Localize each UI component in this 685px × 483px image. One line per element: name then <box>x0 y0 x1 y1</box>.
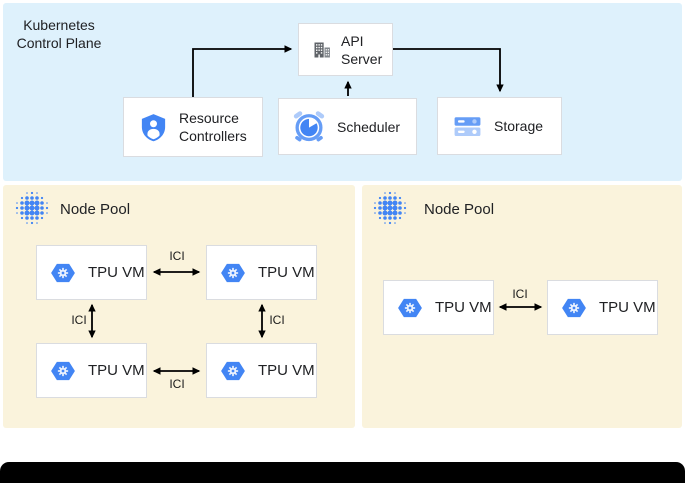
tpu-hexagon-icon <box>561 297 587 319</box>
footer-bar <box>0 462 685 483</box>
scheduler-box: Scheduler <box>278 98 417 155</box>
storage-box: Storage <box>437 97 562 155</box>
tpu-vm-label: TPU VM <box>258 361 315 379</box>
tpu-vm-label: TPU VM <box>599 298 656 316</box>
tpu-vm-box: TPU VM <box>36 245 147 300</box>
tpu-vm-label: TPU VM <box>435 298 492 316</box>
control-plane-title: Kubernetes Control Plane <box>16 17 102 51</box>
ici-link-label: ICI <box>71 313 87 327</box>
tpu-vm-box: TPU VM <box>383 280 494 335</box>
tpu-hexagon-icon <box>50 262 76 284</box>
tpu-vm-label: TPU VM <box>258 263 315 281</box>
ici-link-label: ICI <box>169 377 185 391</box>
tpu-vm-box: TPU VM <box>36 343 147 398</box>
node-pool-title-right: Node Pool <box>424 201 495 218</box>
storage-label: Storage <box>494 118 544 134</box>
api-server-box: API Server <box>298 23 393 76</box>
dot-grid-icon <box>14 190 50 226</box>
tpu-hexagon-icon <box>220 262 246 284</box>
tpu-hexagon-icon <box>50 360 76 382</box>
resource-controllers-box: Resource Controllers <box>123 97 263 157</box>
resource-controllers-label: Resource Controllers <box>179 110 247 144</box>
tpu-vm-label: TPU VM <box>88 361 145 379</box>
ici-link-label: ICI <box>269 313 285 327</box>
tpu-vm-box: TPU VM <box>206 245 317 300</box>
scheduler-label: Scheduler <box>337 118 401 135</box>
tpu-hexagon-icon <box>220 360 246 382</box>
ici-link-label: ICI <box>512 287 528 301</box>
ici-link-label: ICI <box>169 249 185 263</box>
api-server-label: API Server <box>341 32 383 67</box>
shield-user-icon <box>138 110 169 145</box>
building-icon <box>312 40 332 60</box>
node-pool-title-left: Node Pool <box>60 201 131 218</box>
tpu-vm-box: TPU VM <box>206 343 317 398</box>
tpu-vm-box: TPU VM <box>547 280 658 335</box>
alarm-clock-icon <box>291 109 327 145</box>
tpu-vm-label: TPU VM <box>88 263 145 281</box>
storage-disks-icon <box>452 111 483 142</box>
tpu-hexagon-icon <box>397 297 423 319</box>
dot-grid-icon <box>372 190 408 226</box>
